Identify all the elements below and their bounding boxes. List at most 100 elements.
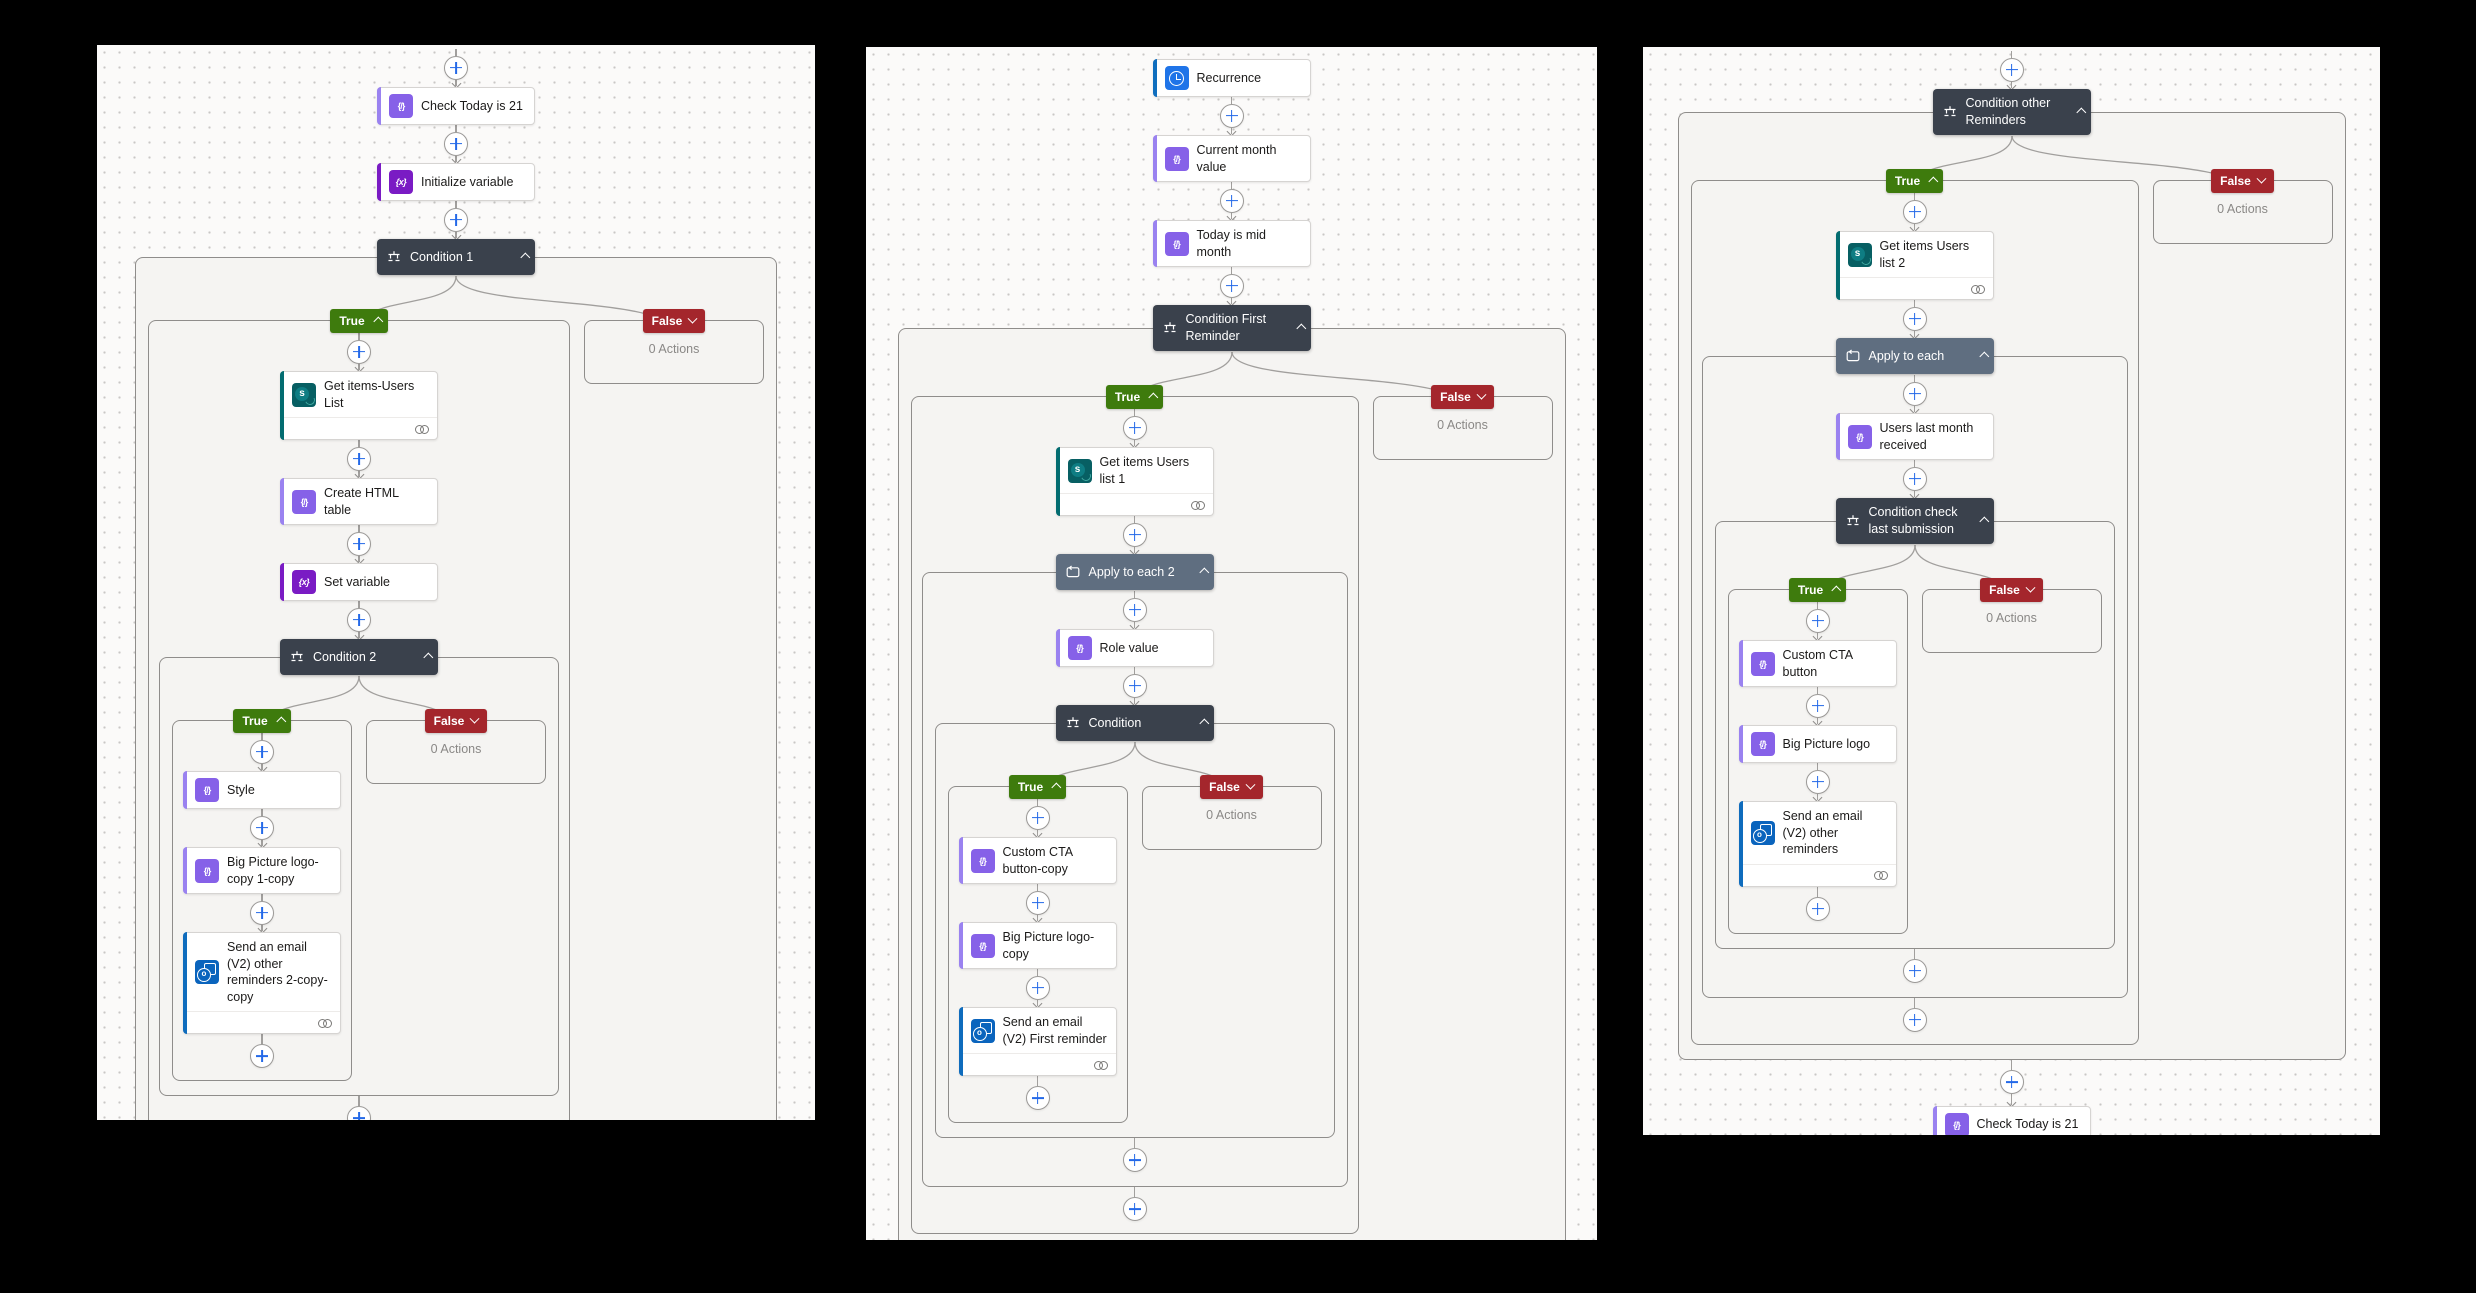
node-main: Big Picture logo-copy [960, 923, 1116, 968]
action-big-picture-logo[interactable]: Big Picture logo [1738, 725, 1897, 763]
insert-action-button[interactable] [1805, 769, 1830, 794]
action-big-picture-logo[interactable]: Big Picture logo-copy 1-copy [183, 847, 341, 894]
action-send-email-other-reminders[interactable]: Send an email (V2) other reminders [1738, 801, 1897, 887]
insert-action-button[interactable] [1902, 306, 1927, 331]
insert-action-button[interactable] [1025, 1086, 1050, 1110]
chevron-up-icon [1295, 323, 1306, 333]
trigger-recurrence[interactable]: Recurrence [1152, 59, 1311, 97]
condition-container: True Get items Users list 1 [897, 328, 1566, 1240]
insert-action-button[interactable] [1122, 522, 1147, 547]
condition-header[interactable]: Condition [1055, 705, 1214, 741]
action-create-html-table[interactable]: Create HTML table [280, 478, 438, 525]
action-get-items-users-list-1[interactable]: Get items Users list 1 [1055, 447, 1214, 516]
false-branch-badge[interactable]: False [424, 709, 488, 733]
action-today-is-mid-month[interactable]: Today is mid month [1152, 220, 1311, 267]
insert-action-button[interactable] [444, 55, 468, 80]
connector [1902, 193, 1927, 233]
insert-action-button[interactable] [1805, 608, 1830, 633]
action-send-email-first-reminder[interactable]: Send an email (V2) First reminder [958, 1007, 1117, 1076]
true-branch-container: True Get items Users list 2 [1690, 169, 2139, 1045]
insert-action-button[interactable] [347, 531, 371, 556]
action-role-value[interactable]: Role value [1055, 629, 1214, 667]
condition-header[interactable]: Condition 1 [377, 239, 535, 275]
outlook-icon [970, 1018, 995, 1043]
insert-action-button[interactable] [250, 739, 274, 764]
insert-action-button[interactable] [1122, 597, 1147, 622]
action-get-items-users-list-2[interactable]: Get items Users list 2 [1835, 231, 1994, 300]
connector-line [1036, 1076, 1039, 1086]
false-branch-badge[interactable]: False [1980, 578, 2043, 602]
action-style[interactable]: Style [183, 771, 341, 809]
insert-action-button[interactable] [1902, 958, 1927, 983]
false-branch-badge[interactable]: False [642, 309, 706, 333]
insert-action-button[interactable] [347, 446, 371, 471]
insert-action-button[interactable] [250, 815, 274, 840]
insert-action-button[interactable] [347, 1106, 371, 1120]
action-check-today-21[interactable]: Check Today is 21 [1932, 1105, 2091, 1135]
insert-action-button[interactable] [1219, 273, 1244, 298]
action-set-variable[interactable]: Set variable [280, 563, 438, 601]
condition-label: Condition [1088, 715, 1142, 730]
action-initialize-variable[interactable]: Initialize variable [377, 163, 535, 201]
true-branch-badge[interactable]: True [330, 309, 388, 333]
apply-to-each-header[interactable]: Apply to each [1835, 338, 1994, 374]
action-custom-cta-button-copy[interactable]: Custom CTA button-copy [958, 837, 1117, 884]
true-branch-badge[interactable]: True [233, 709, 291, 733]
condition-container: True Get items-Users List [135, 257, 777, 1120]
insert-action-button[interactable] [1025, 890, 1050, 915]
insert-action-button[interactable] [1902, 1007, 1927, 1032]
insert-action-button[interactable] [1902, 199, 1927, 224]
true-branch-badge[interactable]: True [1105, 385, 1164, 409]
insert-action-button[interactable] [1219, 188, 1244, 213]
action-get-items-users-list[interactable]: Get items-Users List [280, 371, 438, 440]
expression-icon [1164, 146, 1189, 171]
insert-action-button[interactable] [1122, 415, 1147, 440]
action-current-month-value[interactable]: Current month value [1152, 135, 1311, 182]
true-branch-badge[interactable]: True [1008, 775, 1067, 799]
insert-action-button[interactable] [1219, 103, 1244, 128]
connector-line [261, 763, 263, 770]
insert-action-button[interactable] [347, 339, 371, 364]
flow-canvas-left[interactable]: Check Today is 21 Initialize variable Co… [97, 45, 815, 1120]
condition-header[interactable]: Condition First Reminder [1152, 305, 1311, 351]
insert-action-button[interactable] [250, 1044, 274, 1068]
action-send-email[interactable]: Send an email (V2) other reminders 2-cop… [183, 932, 341, 1034]
insert-action-button[interactable] [1805, 693, 1830, 718]
insert-action-button[interactable] [1122, 673, 1147, 698]
insert-action-button[interactable] [1025, 975, 1050, 1000]
false-branch-badge[interactable]: False [2211, 169, 2274, 193]
action-label: Send an email (V2) other reminders 2-cop… [227, 940, 328, 1004]
flow-canvas-middle[interactable]: Recurrence Current month value Today is … [866, 47, 1597, 1240]
insert-action-button[interactable] [1805, 896, 1830, 921]
insert-action-button[interactable] [1999, 57, 2024, 82]
false-branch-badge[interactable]: False [1431, 385, 1494, 409]
insert-action-button[interactable] [250, 900, 274, 925]
action-check-today-21[interactable]: Check Today is 21 [377, 87, 535, 125]
zero-actions-label: 0 Actions [1206, 808, 1257, 822]
insert-action-button[interactable] [1902, 466, 1927, 491]
insert-action-button[interactable] [444, 131, 468, 156]
insert-action-button[interactable] [1025, 805, 1050, 830]
false-branch-badge[interactable]: False [1200, 775, 1263, 799]
true-branch-badge[interactable]: True [1788, 578, 1847, 602]
condition-header[interactable]: Condition other Reminders [1932, 89, 2091, 135]
true-branch-badge[interactable]: True [1885, 169, 1944, 193]
action-users-last-month-received[interactable]: Users last month received [1835, 413, 1994, 460]
condition-header[interactable]: Condition check last submission [1835, 498, 1994, 544]
condition-container: True Custom CTA butto [1714, 521, 2115, 949]
connector-line [1036, 999, 1039, 1006]
action-big-picture-logo-copy[interactable]: Big Picture logo-copy [958, 922, 1117, 969]
insert-action-button[interactable] [444, 207, 468, 232]
action-custom-cta-button[interactable]: Custom CTA button [1738, 640, 1897, 687]
insert-action-button[interactable] [347, 607, 371, 632]
insert-action-button[interactable] [1122, 1197, 1147, 1221]
connector [347, 1096, 371, 1120]
apply-to-each-header[interactable]: Apply to each 2 [1055, 554, 1214, 590]
condition-header[interactable]: Condition 2 [280, 639, 438, 675]
flow-canvas-right[interactable]: Condition other Reminders True Get items… [1643, 47, 2380, 1135]
insert-action-button[interactable] [1902, 381, 1927, 406]
node-main: Send an email (V2) other reminders 2-cop… [184, 933, 340, 1011]
zero-actions-label: 0 Actions [1986, 611, 2037, 625]
insert-action-button[interactable] [1122, 1148, 1147, 1172]
insert-action-button[interactable] [1999, 1070, 2024, 1094]
